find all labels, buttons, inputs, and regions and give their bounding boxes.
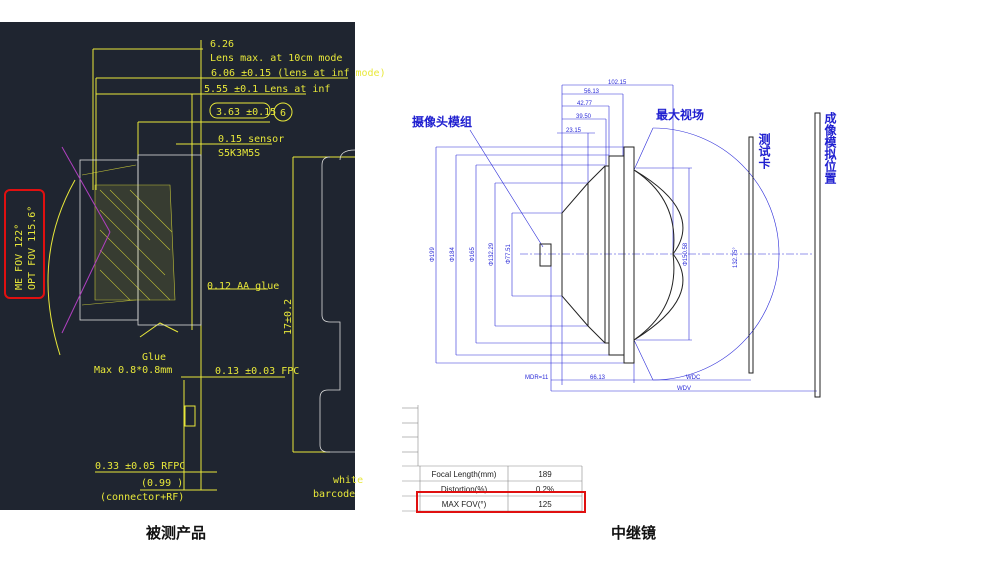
barcode-label: barcode — [313, 489, 355, 500]
wdc-label: WDC — [686, 375, 701, 381]
test-card-label: 测试卡 — [757, 132, 771, 170]
left-caption: 被测产品 — [146, 524, 207, 542]
table-value-distortion: 0.2% — [536, 485, 554, 494]
cad-drawing: 6.26 Lens max. at 10cm mode 6.06 ±0.15 (… — [0, 22, 386, 510]
wdv-label: WDV — [677, 386, 691, 392]
opt-fov: OPT FOV 115.6° — [27, 206, 38, 290]
dia-184: Φ184 — [450, 247, 456, 262]
max-fov-label: 最大视场 — [656, 107, 704, 122]
dim-626-note: Lens max. at 10cm mode — [210, 53, 342, 64]
dim-badge: 6 — [280, 108, 286, 119]
dia-199: Φ199 — [430, 247, 436, 262]
sensor-model: S5K3M5S — [218, 148, 260, 159]
dim-555: 5.55 ±0.1 Lens at inf — [204, 84, 330, 95]
dia-77-51: Φ77.51 — [506, 244, 512, 264]
dim-39-50: 39.50 — [576, 114, 592, 120]
glue-max: Max 0.8*0.8mm — [94, 365, 172, 376]
dim-23-15: 23.15 — [566, 128, 582, 134]
table-label-fov: MAX FOV(°) — [442, 500, 487, 509]
camera-module-label: 摄像头模组 — [412, 114, 472, 129]
fpc-dim: 0.13 ±0.03 FPC — [215, 366, 299, 377]
glue-label: Glue — [142, 352, 166, 363]
height-dim: 17±0.2 — [283, 299, 294, 335]
dia-132-29: Φ132.29 — [489, 242, 495, 266]
dim-sensor: 0.15 sensor — [218, 134, 284, 145]
table-label-focal: Focal Length(mm) — [432, 470, 497, 479]
fov-angle: 132.75° — [733, 247, 739, 268]
len-66-13: 66.13 — [590, 375, 606, 381]
dim-626: 6.26 — [210, 39, 234, 50]
dim-606: 6.06 ±0.15 (lens at inf mode) — [211, 68, 386, 79]
relay-lens-diagram: 102.15 56.13 42.77 39.50 23.15 Φ199 Φ184… — [412, 80, 837, 398]
fov-row-highlight — [416, 491, 586, 513]
aa-glue: 0.12 AA glue — [207, 281, 279, 292]
dim-42-77: 42.77 — [577, 101, 593, 107]
me-fov: ME FOV 122° — [14, 224, 25, 290]
white-label: white — [333, 475, 363, 486]
dim-56-13: 56.13 — [584, 89, 600, 95]
rfpc-dim: 0.33 ±0.05 RFPC — [95, 461, 185, 472]
table-label-distortion: Distortion(%) — [441, 485, 488, 494]
table-value-fov: 125 — [538, 500, 552, 509]
fov-highlight-box — [4, 189, 45, 299]
dia-165: Φ165 — [470, 247, 476, 262]
connector-note: (connector+RF) — [100, 492, 184, 503]
spec-table: Focal Length(mm) 189 Distortion(%) 0.2% … — [402, 405, 586, 513]
image-plane-label: 成像模拟位置 — [823, 111, 837, 184]
connector-dim: (0.99 ) — [141, 478, 183, 489]
mdr-label: MDR=11 — [525, 375, 549, 381]
right-caption: 中继镜 — [611, 524, 657, 542]
table-value-focal: 189 — [538, 470, 552, 479]
dim-363: 3.63 ±0.15 — [216, 107, 276, 118]
dia-150-58: Φ150.58 — [683, 242, 689, 266]
dim-102-15: 102.15 — [608, 80, 627, 86]
